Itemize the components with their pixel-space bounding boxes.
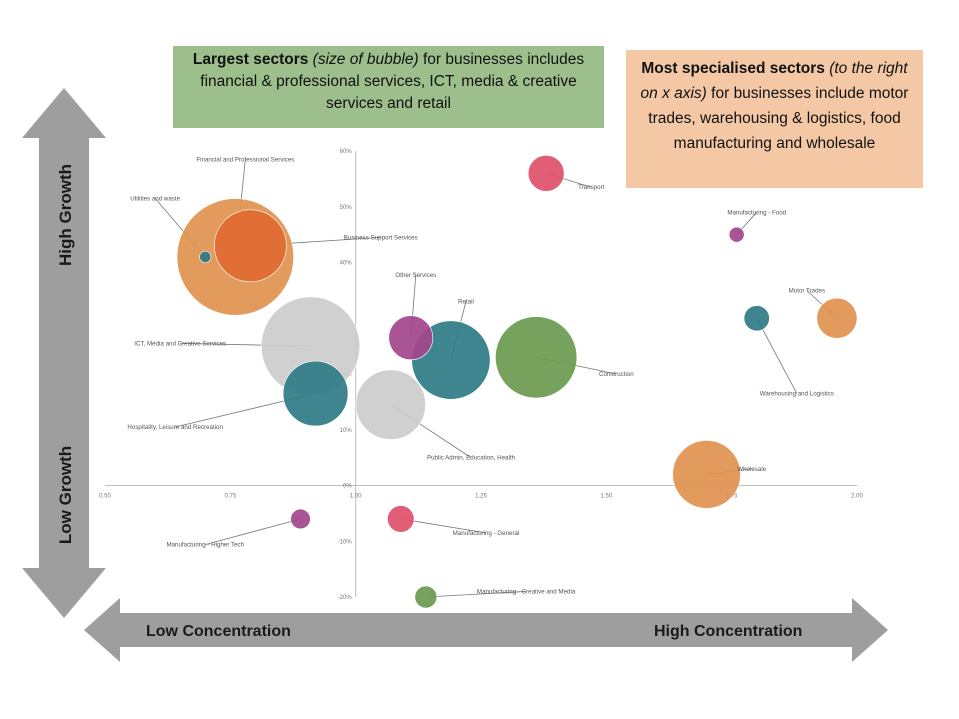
y-tick-label: 10% [340,428,353,434]
specialised-sectors-note-bold: Most specialised sectors [641,60,825,77]
x-tick-label: 1.00 [350,494,362,500]
specialised-sectors-note: Most specialised sectors (to the right o… [626,50,923,188]
growth-arrow-shape [22,88,106,618]
plot-area: 0.500.751.001.251.501.752.0060%50%40%20%… [99,149,863,609]
bubble-label: Construction [599,371,634,378]
concentration-arrow-shape [84,598,888,662]
bubble-label: ICT, Media and Creative Services [134,340,226,347]
bubble-label: Transport [578,184,605,191]
y-tick-label: 0% [343,484,352,490]
bubble-point [290,508,311,530]
high-growth-label: High Growth [56,164,75,266]
bubble-point [816,297,858,339]
largest-sectors-note-bold: Largest sectors [192,51,309,68]
bubble-point [672,440,741,509]
bubble-label: Retail [458,299,474,306]
low-concentration-label: Low Concentration [146,623,291,640]
leader-line [425,591,527,598]
leader-line [400,518,487,534]
bubble-label: Hospitality, Leisure and Recreation [127,424,223,431]
bubble-point [387,505,415,533]
largest-sectors-note: Largest sectors (size of bubble) for bus… [173,46,604,128]
bubble-point [743,305,770,332]
specialised-sectors-note-italic: (to the right on x axis) [640,60,908,102]
bubble-point [199,250,212,263]
concentration-arrow: Low Concentration High Concentration [84,598,888,662]
bubble-point [282,360,349,427]
x-tick-label: 2.00 [851,494,863,500]
bubble-label: Manufacturing - Higher Tech [166,542,244,549]
largest-sectors-note-italic: (size of bubble) [312,51,419,68]
growth-arrow: High Growth Low Growth [22,88,106,618]
bubble-point [214,209,287,283]
bubble-label: Motor Trades [789,287,825,294]
bubble-point [728,226,745,243]
bubble-label: Public Admin, Education, Health [427,455,516,462]
y-tick-label: -20% [338,595,353,601]
x-tick-label: 0.75 [224,494,236,500]
bubble-label: Manufacturing - General [453,530,520,537]
y-tick-label: 40% [340,261,353,267]
y-tick-label: -10% [338,539,353,545]
bubble-label: Financial and Professional Services [196,156,294,163]
leader-line [756,318,798,394]
low-growth-label: Low Growth [56,446,75,544]
bubble-point [388,315,434,361]
bubble-point [414,585,438,609]
y-tick-label: 60% [340,149,353,155]
bubble-label: Manufacturing - Creative and Media [477,588,576,595]
bubble-label: Warehousing and Logistics [760,391,834,398]
bubble-label: Business Support Services [344,234,418,241]
specialised-sectors-note-text: for businesses include motor trades, war… [648,85,909,152]
bubble-point [355,369,426,440]
x-tick-label: 0.50 [99,494,111,500]
leader-line [205,518,301,545]
largest-sectors-note-text: for businesses includes financial & prof… [200,51,585,112]
bubble-point [495,316,578,399]
bubble-label: Utilities and waste [130,195,180,202]
y-tick-label: 50% [340,205,353,211]
x-tick-label: 1.50 [600,494,612,500]
bubble-label: Wholesale [737,466,766,473]
bubble-point [527,155,565,192]
bubble-label: Other Services [395,272,436,279]
x-tick-label: 1.25 [475,494,487,500]
high-concentration-label: High Concentration [654,623,802,640]
bubble-label: Manufacturing - Food [727,209,786,216]
